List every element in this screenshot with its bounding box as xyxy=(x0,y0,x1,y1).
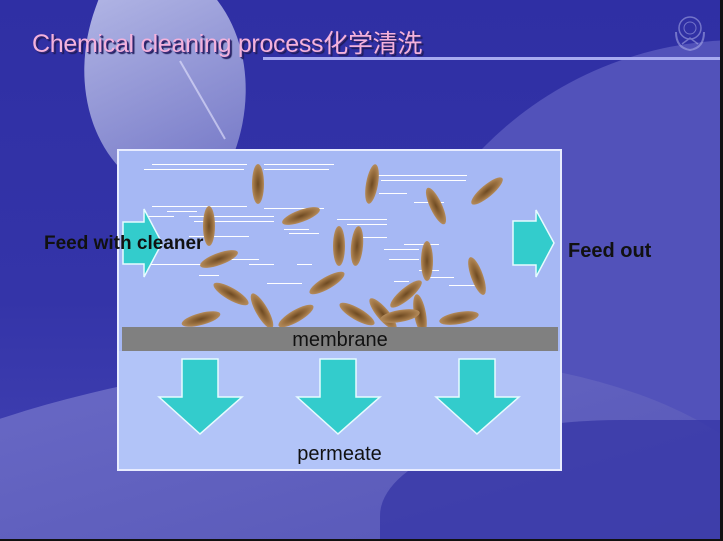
flow-line xyxy=(377,175,467,176)
flow-line xyxy=(389,259,419,260)
foulant-particle xyxy=(252,164,264,204)
flow-line xyxy=(194,221,274,222)
foulant-particle xyxy=(464,255,490,297)
foulant-particle xyxy=(467,173,507,209)
title-underline xyxy=(263,57,723,60)
flow-line xyxy=(379,193,407,194)
foulant-particle xyxy=(421,241,433,281)
flow-line xyxy=(264,169,329,170)
flow-line xyxy=(229,259,259,260)
flow-line xyxy=(249,264,274,265)
permeate-arrow-icon xyxy=(295,358,382,436)
permeate-label: permeate xyxy=(297,443,382,465)
foulant-particle xyxy=(306,267,348,299)
membrane-label: membrane xyxy=(292,329,388,351)
flow-line xyxy=(384,249,419,250)
flow-line xyxy=(289,233,319,234)
flow-line xyxy=(337,219,387,220)
foulant-particle xyxy=(333,226,345,266)
flow-line xyxy=(267,283,302,284)
flow-line xyxy=(404,244,439,245)
foulant-particle xyxy=(210,278,252,310)
foulant-particle xyxy=(349,225,365,267)
flow-line xyxy=(264,164,334,165)
slide-border-right xyxy=(720,0,723,541)
slide-border-bottom xyxy=(0,539,723,541)
flow-line xyxy=(189,216,274,217)
flow-line xyxy=(152,164,247,165)
permeate-arrow-icon xyxy=(157,358,244,436)
flow-line xyxy=(167,211,197,212)
outlet-arrow-icon xyxy=(512,209,555,278)
slide-title: Chemical cleaning process化学清洗 xyxy=(32,30,423,58)
flow-line xyxy=(264,208,324,209)
flow-line xyxy=(381,180,466,181)
foulant-particle xyxy=(203,206,215,246)
foulant-particle xyxy=(362,163,382,205)
inlet-arrow-icon xyxy=(122,208,163,278)
flow-line xyxy=(449,285,484,286)
flow-line xyxy=(149,264,209,265)
flow-line xyxy=(297,264,312,265)
foulant-particle xyxy=(422,185,450,227)
flow-line xyxy=(199,275,219,276)
foulant-particle xyxy=(438,308,480,328)
membrane: membrane xyxy=(122,327,558,351)
university-emblem-icon xyxy=(675,16,705,52)
feed-out-label: Feed out xyxy=(568,240,652,262)
foulant-particle xyxy=(246,290,278,332)
flow-line xyxy=(189,236,249,237)
flow-line xyxy=(347,224,387,225)
flow-line xyxy=(144,169,244,170)
flow-line xyxy=(144,216,174,217)
flow-line xyxy=(394,281,409,282)
flow-line xyxy=(429,277,454,278)
permeate-arrow-icon xyxy=(434,358,521,436)
flow-line xyxy=(152,206,247,207)
flow-line xyxy=(284,229,309,230)
feed-in-label: Feed with cleaner xyxy=(44,233,204,254)
flow-line xyxy=(357,237,387,238)
